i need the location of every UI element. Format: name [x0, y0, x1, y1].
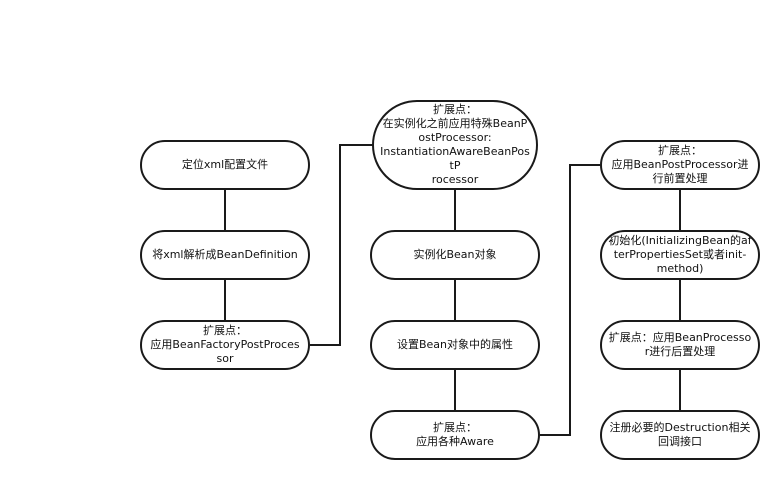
node-label: 设置Bean对象中的属性: [396, 338, 514, 351]
node-label: 扩展点： 应用BeanFactoryPostProces sor: [150, 324, 300, 365]
node-label: 初始化(InitializingBean的af terPropertiesSet…: [608, 234, 752, 275]
node-label: 将xml解析成BeanDefinition: [152, 248, 298, 261]
node-ext-instantiation-aware: 扩展点： 在实例化之前应用特殊BeanP ostProcessor: Insta…: [372, 100, 538, 190]
node-label: 扩展点： 应用各种Aware: [416, 421, 494, 448]
node-label: 实例化Bean对象: [413, 248, 497, 261]
node-initialize: 初始化(InitializingBean的af terPropertiesSet…: [600, 230, 760, 280]
node-ext-bean-factory-post-processor: 扩展点： 应用BeanFactoryPostProces sor: [140, 320, 310, 370]
node-locate-xml: 定位xml配置文件: [140, 140, 310, 190]
node-set-properties: 设置Bean对象中的属性: [370, 320, 540, 370]
node-ext-aware: 扩展点： 应用各种Aware: [370, 410, 540, 460]
node-label: 注册必要的Destruction相关 回调接口: [609, 421, 751, 448]
connector-aware-to-pp-before: [540, 164, 600, 436]
node-ext-post-processor-after: 扩展点：应用BeanProcesso r进行后置处理: [600, 320, 760, 370]
node-ext-post-processor-before: 扩展点： 应用BeanPostProcessor进 行前置处理: [600, 140, 760, 190]
node-register-destruction: 注册必要的Destruction相关 回调接口: [600, 410, 760, 460]
node-label: 扩展点： 在实例化之前应用特殊BeanP ostProcessor: Insta…: [380, 103, 530, 186]
node-label: 扩展点：应用BeanProcesso r进行后置处理: [608, 331, 752, 358]
node-parse-xml: 将xml解析成BeanDefinition: [140, 230, 310, 280]
node-label: 定位xml配置文件: [181, 158, 269, 171]
node-label: 扩展点： 应用BeanPostProcessor进 行前置处理: [611, 144, 749, 185]
connector-factory-pp-to-instantiation-aware: [310, 144, 373, 346]
node-instantiate-bean: 实例化Bean对象: [370, 230, 540, 280]
